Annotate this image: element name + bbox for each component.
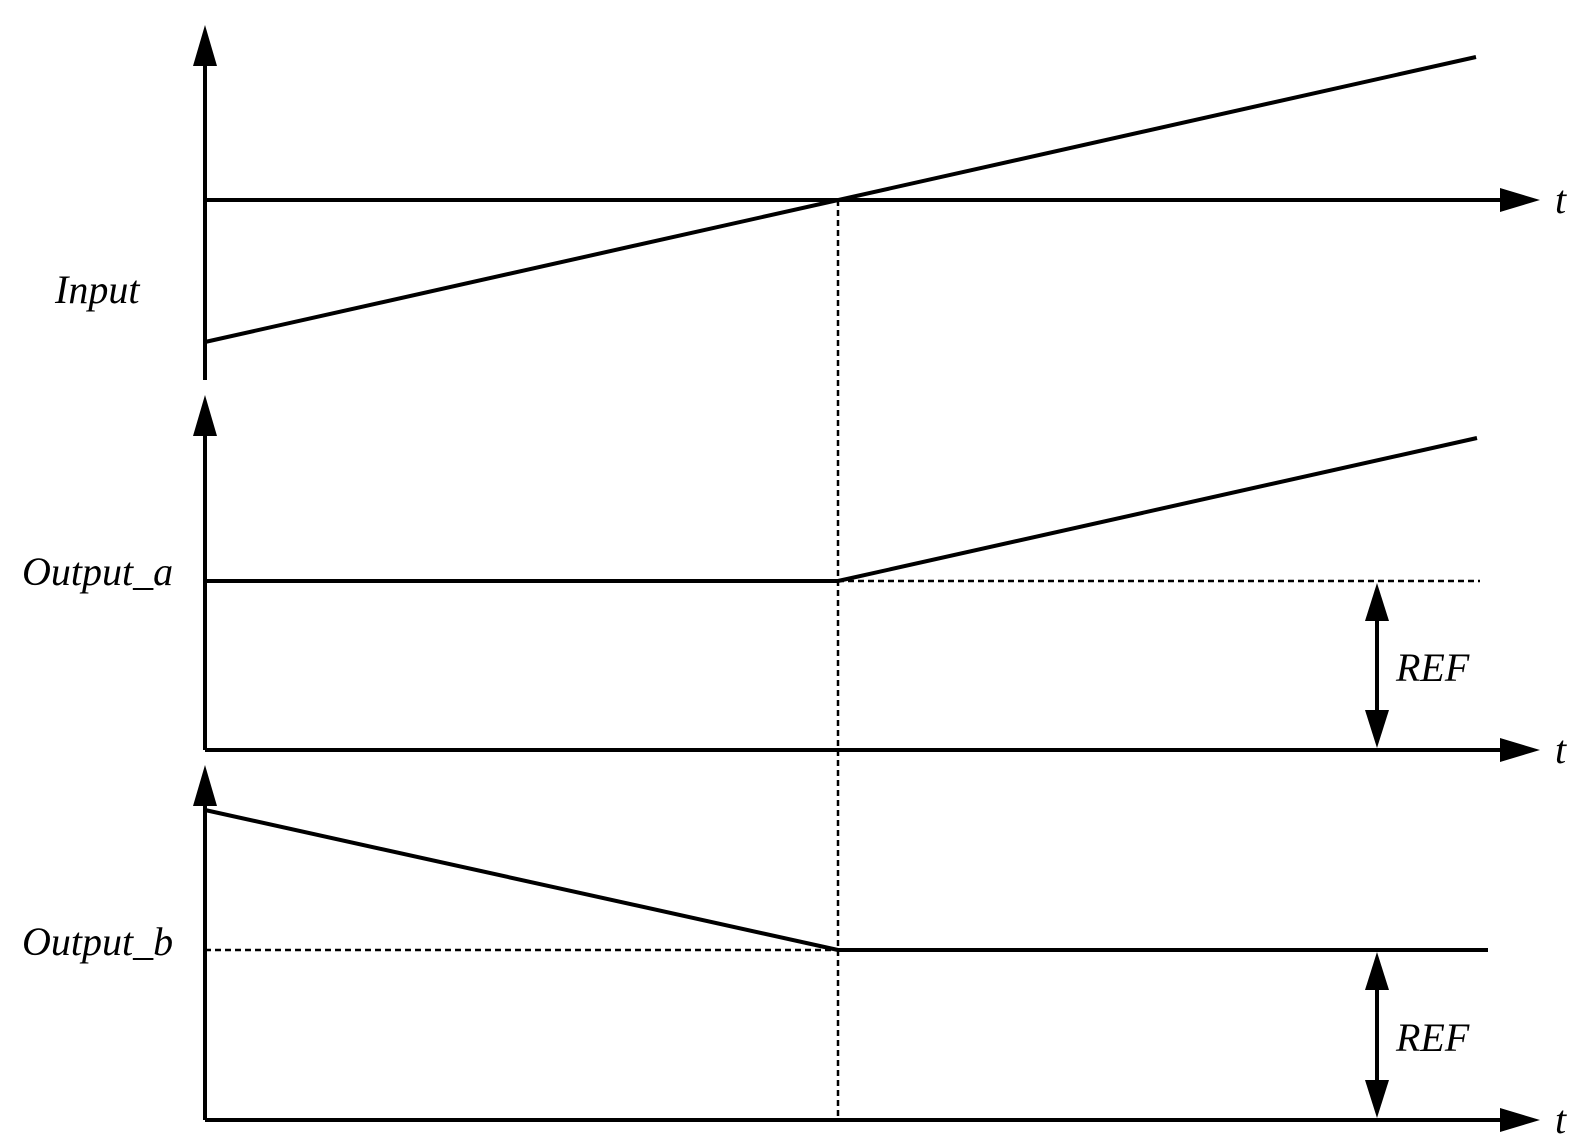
- time-label-middle: t: [1555, 727, 1567, 772]
- time-label-top: t: [1555, 177, 1567, 222]
- time-label-bottom: t: [1555, 1097, 1567, 1142]
- ref-a-arrowhead-down: [1365, 710, 1389, 748]
- ref-b-label: REF: [1395, 1015, 1470, 1060]
- input-ramp-line: [204, 55, 1477, 344]
- ref-b-arrowhead-down: [1365, 1080, 1389, 1118]
- input-time-axis-arrowhead: [1500, 188, 1540, 212]
- input-y-axis-arrowhead: [193, 25, 217, 66]
- output-b-panel: Output_b REF t: [22, 765, 1567, 1142]
- output-a-y-axis-arrowhead: [193, 395, 217, 436]
- output-a-rising-line: [837, 436, 1478, 583]
- output-a-panel: Output_a REF t: [22, 395, 1567, 772]
- output-a-time-axis-arrowhead: [1500, 738, 1540, 762]
- output-b-falling-line: [204, 808, 839, 952]
- output-b-label: Output_b: [22, 919, 173, 964]
- output-b-y-axis-arrowhead: [193, 765, 217, 806]
- ref-b-arrowhead-up: [1365, 952, 1389, 990]
- output-a-label: Output_a: [22, 549, 173, 594]
- output-b-time-axis-arrowhead: [1500, 1108, 1540, 1132]
- input-label: Input: [54, 267, 140, 312]
- ref-a-label: REF: [1395, 645, 1470, 690]
- input-panel: Input t: [54, 25, 1567, 380]
- ref-a-arrowhead-up: [1365, 583, 1389, 621]
